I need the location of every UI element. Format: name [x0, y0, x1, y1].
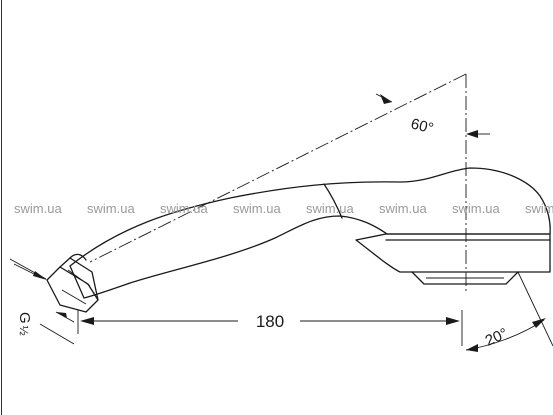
handle-outline	[69, 167, 551, 299]
watermark-text: swim.ua	[233, 201, 281, 216]
handle-seam	[323, 183, 343, 219]
watermark-row: swim.ua swim.ua swim.ua swim.ua swim.ua swim.…	[14, 201, 553, 216]
thread-label: G½	[16, 312, 33, 336]
watermark-text: swim.ua	[306, 201, 354, 216]
thread-connector	[46, 253, 99, 313]
spray-angle-dimension: 60°	[375, 93, 490, 138]
watermark-text: swim.ua	[452, 201, 500, 216]
head-face	[355, 233, 551, 273]
watermark-text: swim.ua	[379, 201, 427, 216]
watermark-text: swim.ua	[87, 201, 135, 216]
length-label: 180	[256, 312, 284, 331]
watermark-text: swim.ua	[160, 201, 208, 216]
handle-axis-line	[89, 73, 467, 263]
length-dimension: 180	[77, 310, 463, 346]
watermark-text: swim.ua	[14, 201, 62, 216]
spray-angle-label: 60°	[409, 115, 435, 137]
thread-dimension: G½	[9, 258, 75, 345]
watermark-text: swim.ua	[525, 201, 553, 216]
head-nozzle-plate	[411, 271, 519, 285]
tilt-angle-label: 20°	[483, 325, 511, 350]
